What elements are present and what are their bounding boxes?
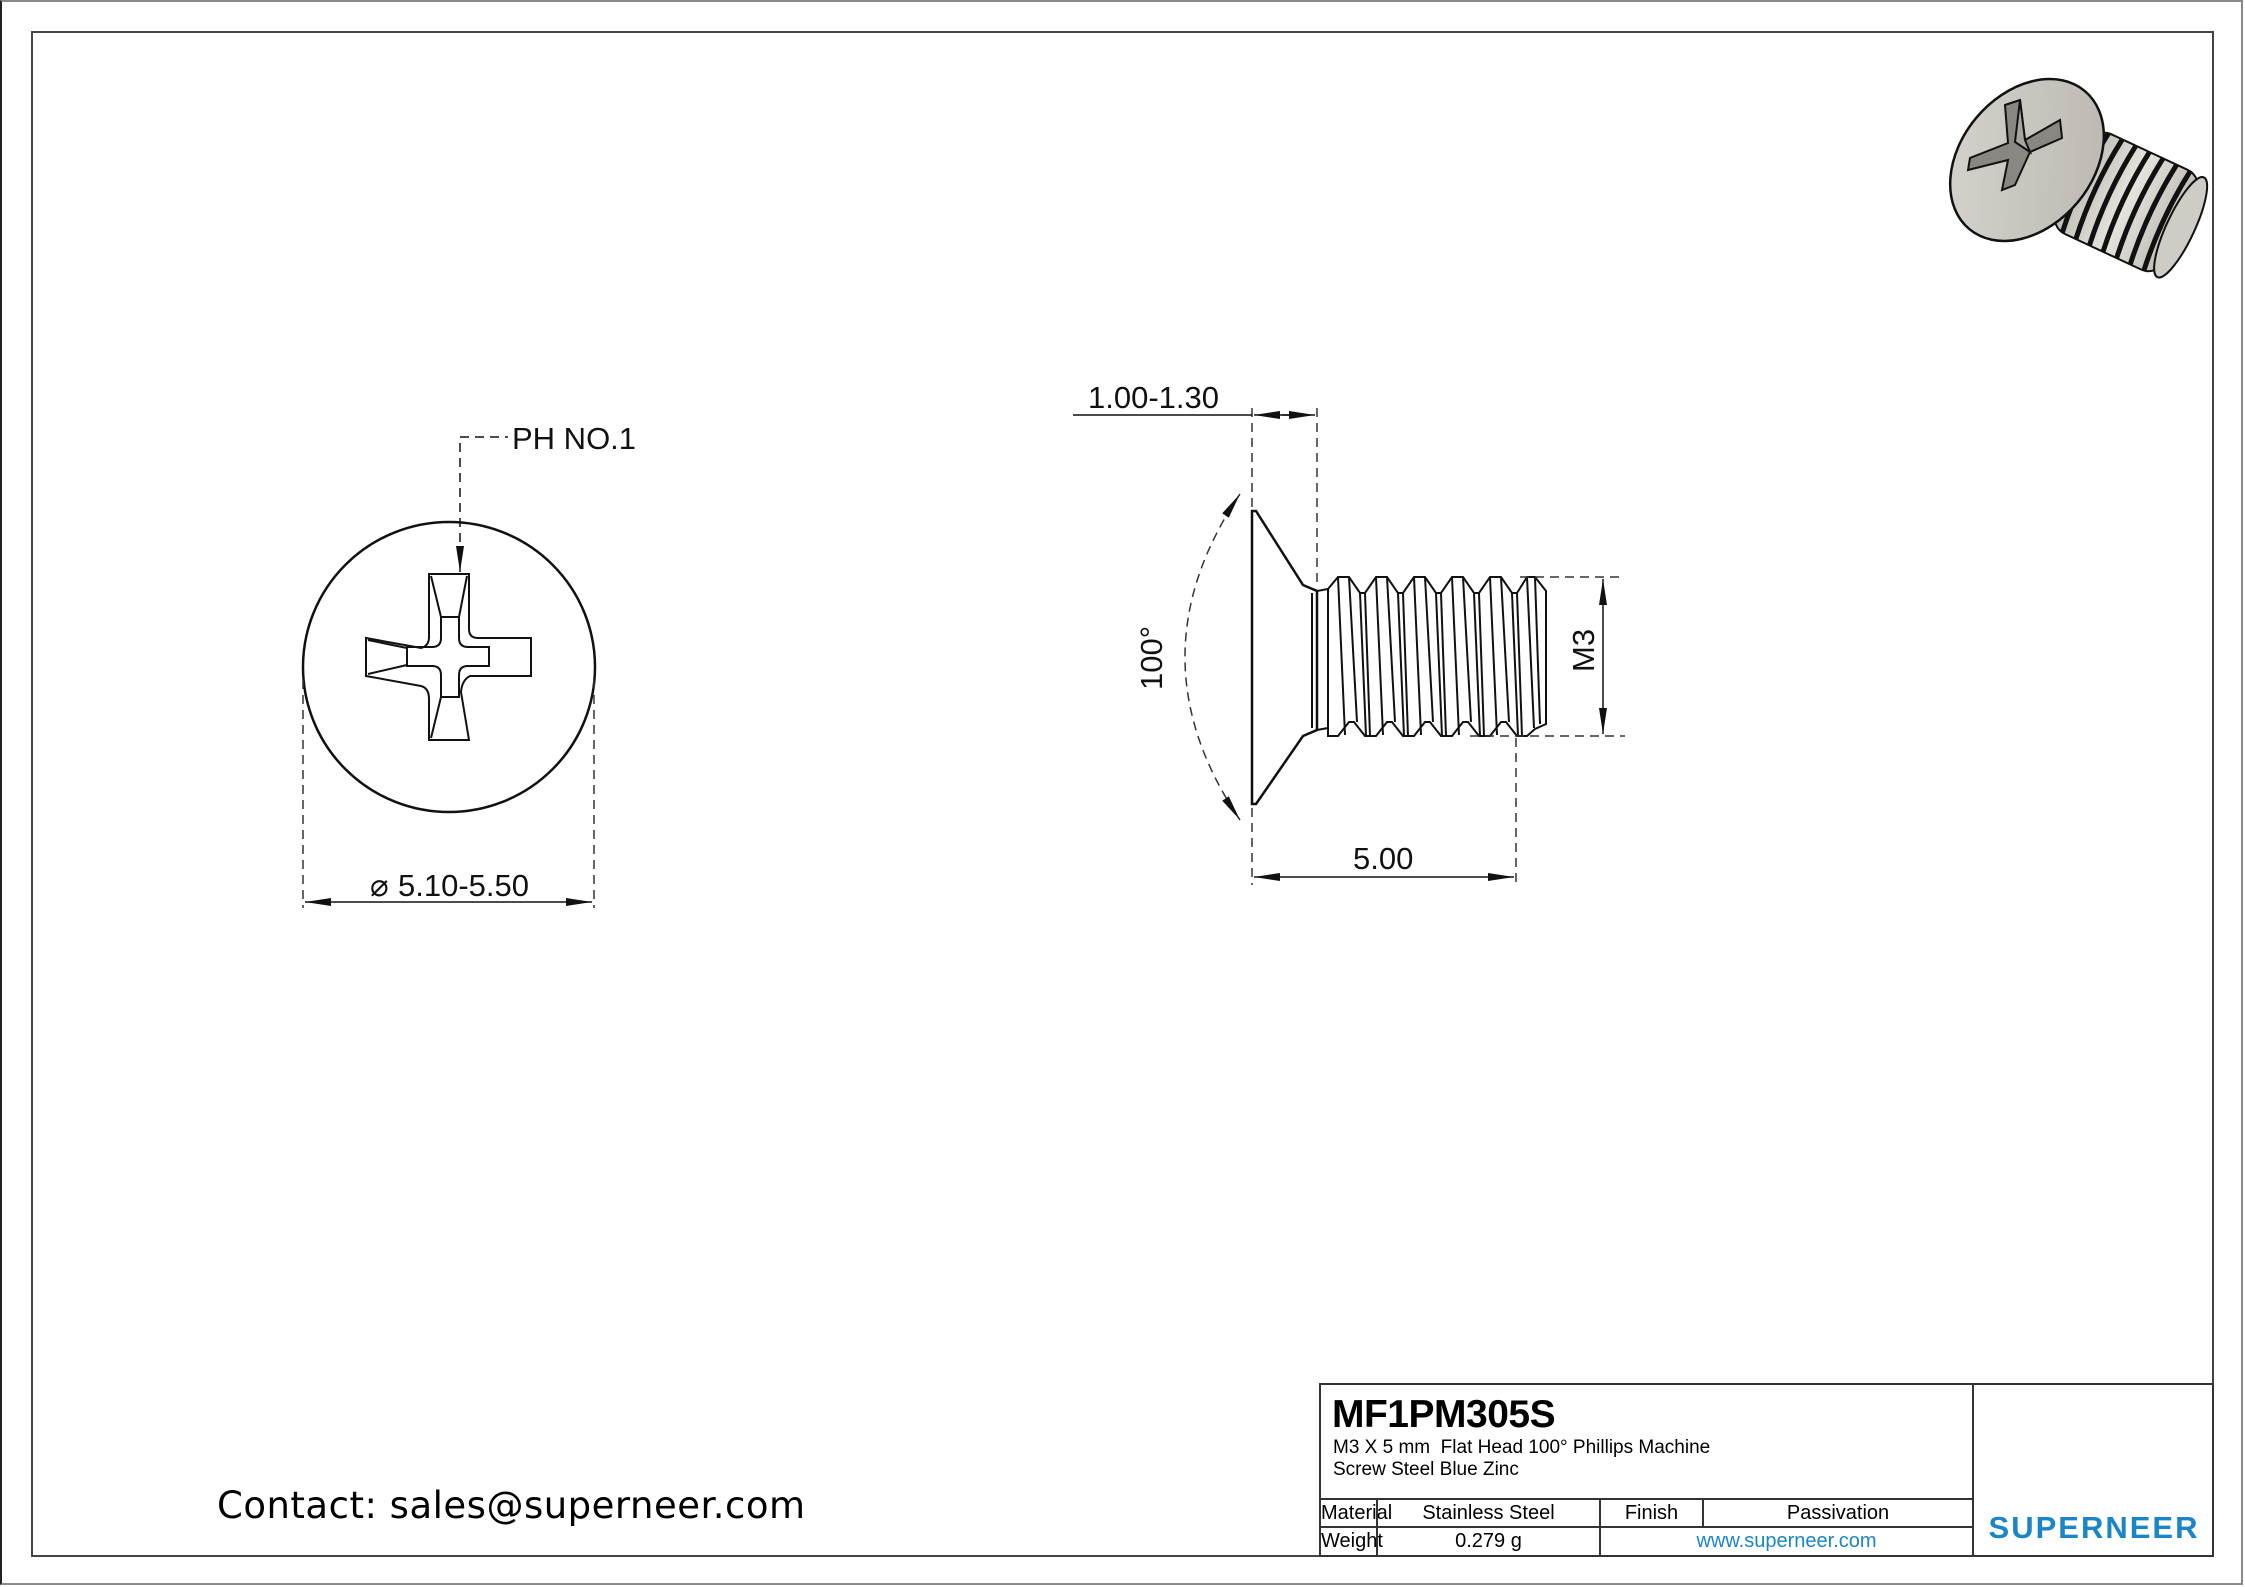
threaded-shank [1316,576,1547,737]
material-value: Stainless Steel [1378,1500,1601,1528]
countersunk-head [1250,509,1319,806]
brand-logo-text: SUPERNEER [1988,1510,2200,1545]
logo-area: SUPERNEER [1974,1385,2214,1557]
drive-type-label: PH NO.1 [512,421,636,456]
weight-value: 0.279 g [1378,1528,1601,1557]
head-height-dimension: 1.00-1.30 [1088,380,1219,415]
description-line-2: Screw Steel Blue Zinc [1333,1459,1519,1480]
title-block-header: MF1PM305S M3 X 5 mm Flat Head 100° Phill… [1321,1385,1974,1500]
title-block: MF1PM305S M3 X 5 mm Flat Head 100° Phill… [1319,1383,2214,1557]
head-outline [301,520,597,814]
front-view: PH NO.1 ⌀ 5.10-5.50 [301,421,636,908]
contact-email: Contact: sales@superneer.com [217,1484,806,1527]
material-label: Material [1321,1500,1392,1528]
website-link[interactable]: www.superneer.com [1601,1528,1974,1557]
thread-size-dimension: M3 [1566,629,1601,672]
finish-value: Passivation [1704,1500,1974,1528]
diameter-value: 5.10-5.50 [398,868,529,903]
length-dimension: 5.00 [1353,841,1413,876]
drive-leader-line [456,436,508,572]
title-block-table: Material Stainless Steel Finish Passivat… [1321,1500,1974,1557]
phillips-recess-icon [365,573,532,741]
angle-dimension: 100° [1134,626,1169,690]
isometric-screw-icon [1948,77,2209,279]
angle-dimension-arc [1184,493,1241,821]
finish-label: Finish [1601,1500,1704,1528]
diameter-symbol: ⌀ [370,868,389,903]
description-line-1: M3 X 5 mm Flat Head 100° Phillips Machin… [1333,1437,1711,1458]
weight-label: Weight [1321,1528,1383,1557]
part-description: M3 X 5 mm Flat Head 100° Phillips Machin… [1333,1437,1953,1481]
sheet-inner-border [31,31,2214,1557]
side-view: 1.00-1.30 100° M3 5.00 [1073,380,1625,885]
part-number: MF1PM305S [1332,1393,1556,1436]
